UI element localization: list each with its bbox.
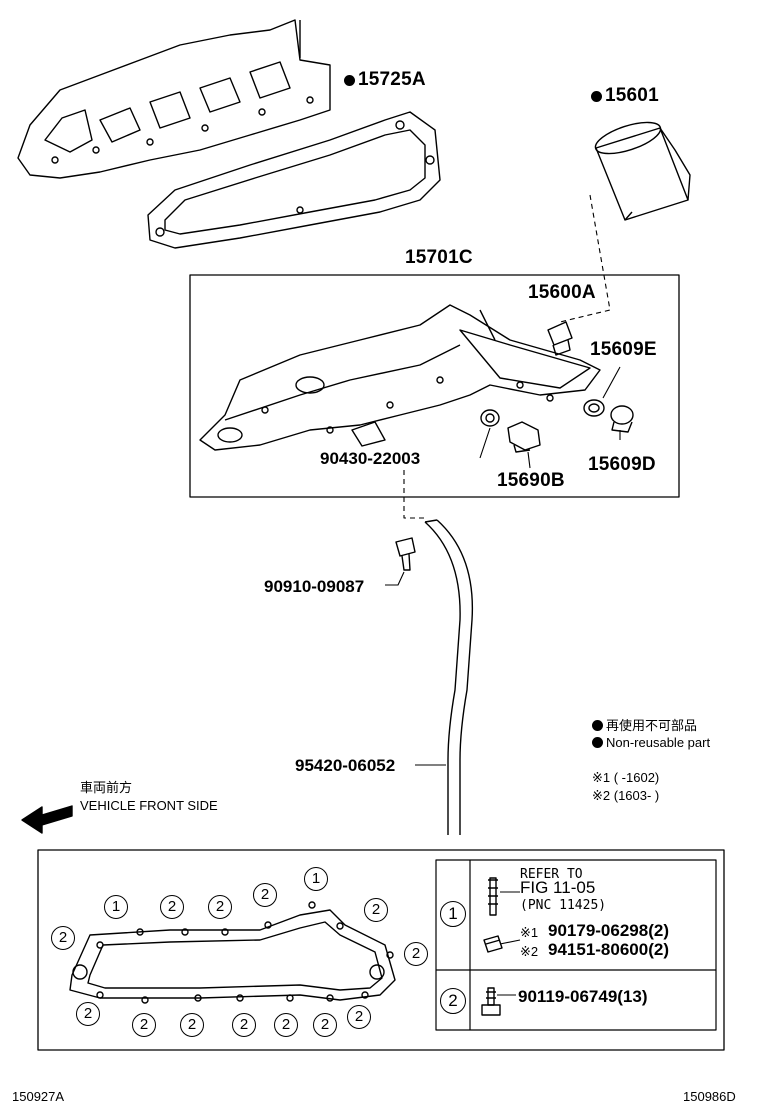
center-bolt-illustration: [351, 421, 386, 447]
refer-line-3: (PNC 11425): [520, 898, 607, 913]
refer-line-1: REFER TO: [520, 867, 583, 882]
legend-note-2: ※2 (1603- ): [592, 788, 660, 803]
legend-note-1: ※1 ( -1602): [592, 770, 660, 785]
part-label-clamp-bolt[interactable]: 90910-09087: [264, 577, 365, 596]
gasket-callout-circle: 2: [364, 898, 388, 922]
oil-filter-illustration: [594, 121, 691, 221]
oil-cooler-bracket-illustration: [199, 304, 601, 451]
gasket-detail-box: [37, 849, 725, 1051]
part-label-center-bolt[interactable]: 90430-22003: [320, 449, 421, 468]
part-label-hose[interactable]: 95420-06052: [295, 756, 396, 775]
gasket-callout-circle: 2: [404, 942, 428, 966]
gasket-callout-circle: 1: [304, 867, 328, 891]
vehicle-front-jp: 車両前方: [80, 780, 133, 795]
oil-pressure-switch-illustration: [507, 421, 541, 453]
gasket-callout-circle: 2: [51, 926, 75, 950]
vehicle-front-en: VEHICLE FRONT SIDE: [80, 798, 218, 813]
bolt-icon-long: [488, 877, 498, 916]
engine-block-illustration: [17, 19, 331, 179]
washer-illustration: [480, 409, 500, 427]
legend-non-reusable-jp: 再使用不可部品: [592, 719, 697, 732]
clamp-bolt-illustration: [385, 537, 416, 586]
gasket-callout-circle: 2: [253, 883, 277, 907]
gasket-callout-circle: 2: [347, 1005, 371, 1029]
oil-hose-illustration: [415, 519, 474, 835]
fastener-part-3[interactable]: 90119-06749(13): [518, 987, 648, 1006]
fastener-key-2: 2: [440, 988, 466, 1014]
gasket-callout-circle: 2: [132, 1013, 156, 1037]
note-mark-2: ※2: [520, 944, 539, 959]
part-label-oil-filter[interactable]: 15601: [591, 86, 659, 105]
gasket-callout-circle: 2: [208, 895, 232, 919]
fastener-part-1[interactable]: 90179-06298(2): [548, 921, 669, 940]
refer-line-2[interactable]: FIG 11-05: [520, 878, 596, 897]
gasket-callout-circle: 2: [180, 1013, 204, 1037]
part-label-gasket-ring[interactable]: 15609E: [590, 339, 657, 360]
part-label-bracket[interactable]: 15701C: [405, 247, 473, 268]
figure-code-right: 150986D: [683, 1089, 736, 1104]
part-label-union[interactable]: 15600A: [528, 282, 596, 303]
gasket-callout-circle: 2: [313, 1013, 337, 1037]
legend-non-reusable-en: Non-reusable part: [592, 736, 710, 749]
part-label-gasket[interactable]: 15725A: [344, 70, 426, 89]
gasket-callout-circle: 2: [232, 1013, 256, 1037]
gasket-callout-circle: 1: [104, 895, 128, 919]
flange-bolt-icon: [483, 935, 503, 953]
gasket-callout-circle: 2: [274, 1013, 298, 1037]
fastener-part-2[interactable]: 94151-80600(2): [548, 940, 669, 959]
gasket-callout-circle: 2: [160, 895, 184, 919]
part-label-switch[interactable]: 15690B: [497, 470, 565, 491]
note-mark-1: ※1: [520, 925, 539, 940]
plug-illustration: [610, 405, 634, 433]
figure-code-left: 150927A: [12, 1089, 65, 1104]
bolt-icon-short: [481, 987, 501, 1016]
union-illustration: [547, 321, 573, 356]
gasket-outline-illustration: [69, 901, 396, 1004]
oil-cooler-gasket-illustration: [147, 111, 441, 249]
fastener-key-1: 1: [440, 901, 466, 927]
gasket-ring-illustration: [583, 399, 605, 417]
assembly-box: [189, 274, 680, 498]
gasket-callout-circle: 2: [76, 1002, 100, 1026]
part-label-plug[interactable]: 15609D: [588, 454, 656, 475]
vehicle-front-arrow: [21, 805, 73, 834]
